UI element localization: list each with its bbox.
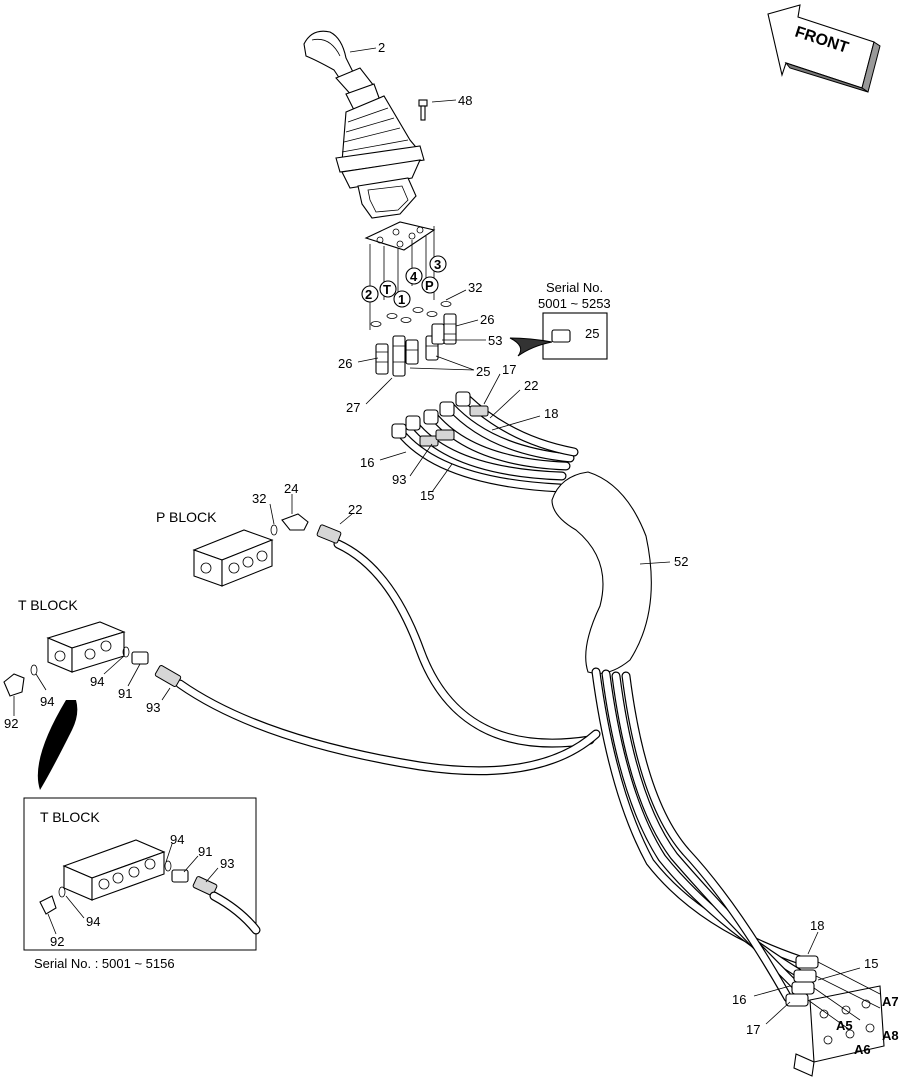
- hose-bundle: [175, 393, 805, 1003]
- callout-15-upper: 15: [420, 488, 434, 503]
- port-marker-t: T: [383, 282, 391, 297]
- callout-26-left: 26: [338, 356, 352, 371]
- callout-17-upper: 17: [502, 362, 516, 377]
- port-marker-4: 4: [410, 269, 418, 284]
- leader-lines: [13, 47, 861, 1025]
- callout-32-pblock: 32: [252, 491, 266, 506]
- p-block-label: P BLOCK: [156, 509, 217, 525]
- callout-26: 26: [480, 312, 494, 327]
- valve-port-a5: A5: [836, 1018, 853, 1033]
- mounting-plate: [364, 221, 436, 251]
- t-block: T BLOCK: [3, 597, 182, 790]
- callout-27: 27: [346, 400, 360, 415]
- valve-port-a6: A6: [854, 1042, 871, 1057]
- callout-93-inset: 93: [220, 856, 234, 871]
- orings-32: [370, 301, 452, 327]
- port-marker-1: 1: [398, 292, 405, 307]
- callout-91-tblock: 91: [118, 686, 132, 701]
- callout-91-inset: 91: [198, 844, 212, 859]
- callout-18-upper: 18: [544, 406, 558, 421]
- callout-22-pblock: 22: [348, 502, 362, 517]
- callout-16-upper: 16: [360, 455, 374, 470]
- t-block-inset: T BLOCK: [23, 797, 261, 951]
- joystick-assembly: [303, 30, 425, 219]
- callout-numbers: 2 48 32 26 53 26 25 27 17 22 18 16 93 15…: [4, 40, 878, 1037]
- serial-callout-range: 5001 ~ 5253: [538, 296, 611, 311]
- front-arrow: FRONT: [767, 4, 881, 93]
- port-marker-p: P: [425, 278, 434, 293]
- callout-94-tblock-right: 94: [90, 674, 104, 689]
- port-marker-3: 3: [434, 257, 441, 272]
- p-block: P BLOCK: [156, 509, 342, 587]
- serial-callout-part: 25: [585, 326, 599, 341]
- callout-52: 52: [674, 554, 688, 569]
- valve-bracket: A5 A6 A7 A8: [785, 955, 899, 1077]
- callout-94-inset-bottom: 94: [86, 914, 100, 929]
- callout-53: 53: [488, 333, 502, 348]
- hose-fittings-upper: [391, 391, 489, 447]
- callout-15-valve: 15: [864, 956, 878, 971]
- port-marker-2: 2: [365, 287, 372, 302]
- callout-94-inset-top: 94: [170, 832, 184, 847]
- serial-callout: Serial No. 5001 ~ 5253 25: [509, 280, 611, 360]
- bolt-48: [418, 99, 428, 121]
- callout-2: 2: [378, 40, 385, 55]
- valve-port-a7: A7: [882, 994, 899, 1009]
- callout-93-tblock: 93: [146, 700, 160, 715]
- t-block-inset-label: T BLOCK: [40, 809, 100, 825]
- callout-93-upper: 93: [392, 472, 406, 487]
- inset-serial-caption: Serial No. : 5001 ~ 5156: [34, 956, 175, 971]
- callout-18-valve: 18: [810, 918, 824, 933]
- callout-17-valve: 17: [746, 1022, 760, 1037]
- port-markers: 2 T 1 4 P 3: [361, 255, 447, 308]
- callout-22-upper: 22: [524, 378, 538, 393]
- valve-port-a8: A8: [882, 1028, 899, 1043]
- adapters: [375, 313, 457, 377]
- callout-24: 24: [284, 481, 298, 496]
- callout-16-valve: 16: [732, 992, 746, 1007]
- callout-48: 48: [458, 93, 472, 108]
- serial-callout-title: Serial No.: [546, 280, 603, 295]
- callout-92-inset: 92: [50, 934, 64, 949]
- callout-32: 32: [468, 280, 482, 295]
- callout-25: 25: [476, 364, 490, 379]
- t-block-label: T BLOCK: [18, 597, 78, 613]
- callout-94-tblock-left: 94: [40, 694, 54, 709]
- callout-92-tblock: 92: [4, 716, 18, 731]
